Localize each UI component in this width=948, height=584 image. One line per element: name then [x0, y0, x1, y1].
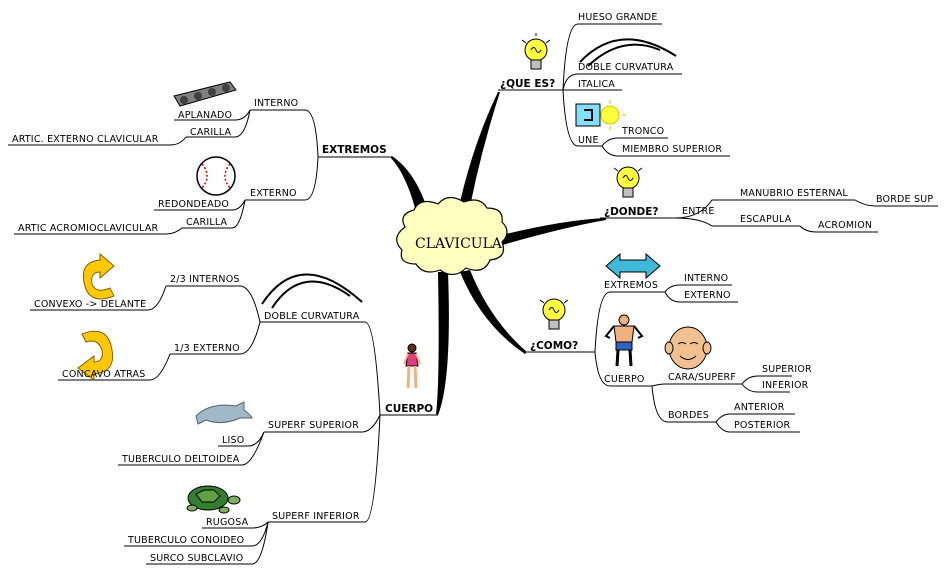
bulldozer-icon — [173, 81, 237, 107]
node-como-cuerpo[interactable]: CUERPO — [604, 374, 645, 385]
node-bordes[interactable]: BORDES — [668, 410, 709, 421]
node-tuberculo-deltoidea[interactable]: TUBERCULO DELTOIDEA — [122, 454, 240, 465]
node-liso[interactable]: LISO — [222, 435, 245, 446]
curve-arc-icon — [261, 273, 363, 309]
woman-figure-icon — [403, 343, 421, 389]
node-como-externo[interactable]: EXTERNO — [684, 290, 731, 301]
node-tronco[interactable]: TRONCO — [622, 126, 665, 137]
node-como-extremos[interactable]: EXTREMOS — [604, 280, 659, 291]
node-superior[interactable]: SUPERIOR — [762, 364, 812, 375]
node-rugosa[interactable]: RUGOSA — [206, 517, 249, 528]
node-un-tercio-externo[interactable]: 1/3 EXTERNO — [174, 343, 240, 354]
turtle-icon — [186, 485, 241, 514]
node-acromion[interactable]: ACROMION — [818, 220, 873, 231]
baseball-icon — [196, 156, 236, 196]
node-cara-superf[interactable]: CARA/SUPERF — [668, 372, 737, 383]
center-cloud — [396, 196, 508, 276]
node-redondeado[interactable]: REDONDEADO — [158, 199, 230, 210]
node-surco-subclavio[interactable]: SURCO SUBCLAVIO — [150, 553, 244, 564]
node-manubrio[interactable]: MANUBRIO ESTERNAL — [740, 188, 848, 199]
node-miembro-superior[interactable]: MIEMBRO SUPERIOR — [622, 144, 723, 155]
concave-arrow-icon — [77, 330, 114, 381]
node-doble-curvatura[interactable]: DOBLE CURVATURA — [578, 62, 674, 73]
topic-cuerpo[interactable]: CUERPO — [385, 403, 434, 415]
node-posterior[interactable]: POSTERIOR — [734, 420, 791, 431]
node-tuberculo-conoideo[interactable]: TUBERCULO CONOIDEO — [128, 535, 245, 546]
node-artic-acromio[interactable]: ARTIC ACROMIOCLAVICULAR — [18, 223, 159, 234]
node-como-interno[interactable]: INTERNO — [684, 273, 729, 284]
topic-que-es[interactable]: ¿QUE ES? — [500, 78, 556, 90]
dolphin-icon — [195, 401, 253, 425]
node-entre[interactable]: ENTRE — [682, 206, 715, 217]
node-concavo[interactable]: CONCAVO ATRAS — [62, 369, 146, 380]
branch-como — [460, 270, 527, 354]
branch-cuerpo — [436, 272, 449, 415]
node-superf-superior[interactable]: SUPERF SUPERIOR — [268, 420, 359, 431]
node-borde-sup[interactable]: BORDE SUP — [876, 194, 934, 205]
node-hueso-grande[interactable]: HUESO GRANDE — [578, 12, 658, 23]
node-superf-inferior[interactable]: SUPERF INFERIOR — [272, 511, 360, 522]
face-icon — [664, 326, 712, 370]
lightbulb-icon — [613, 166, 643, 198]
node-internos[interactable]: 2/3 INTERNOS — [170, 274, 240, 285]
node-italica[interactable]: ITALICA — [578, 79, 615, 90]
node-inferior[interactable]: INFERIOR — [762, 380, 809, 391]
lightbulb-icon — [521, 33, 551, 70]
node-escapula[interactable]: ESCAPULA — [740, 214, 792, 225]
node-carilla-ext[interactable]: CARILLA — [186, 217, 228, 228]
topic-extremos[interactable]: EXTREMOS — [322, 144, 387, 156]
node-carilla-int[interactable]: CARILLA — [190, 127, 232, 138]
node-cuerpo-doble-curvatura[interactable]: DOBLE CURVATURA — [264, 311, 360, 322]
convex-arrow-icon — [82, 252, 115, 300]
branch-que-es — [455, 92, 500, 228]
lightbulb-icon — [539, 298, 569, 330]
double-arrow-icon — [605, 252, 661, 280]
bodybuilder-icon — [604, 314, 644, 367]
node-ext-interno[interactable]: INTERNO — [254, 98, 299, 109]
italica-icon — [575, 100, 626, 130]
node-artic-externo[interactable]: ARTIC. EXTERNO CLAVICULAR — [12, 134, 159, 145]
node-ext-externo[interactable]: EXTERNO — [250, 188, 297, 199]
topic-donde[interactable]: ¿DONDE? — [604, 206, 659, 218]
topic-como[interactable]: ¿COMO? — [530, 340, 579, 352]
node-une[interactable]: UNE — [578, 135, 599, 146]
node-convexo[interactable]: CONVEXO -> DELANTE — [34, 299, 147, 310]
center-topic[interactable]: CLAVICULA — [415, 236, 502, 252]
curve-arc-icon — [579, 38, 677, 67]
node-anterior[interactable]: ANTERIOR — [734, 402, 785, 413]
node-aplanado[interactable]: APLANADO — [178, 110, 233, 121]
branch-donde — [490, 218, 606, 248]
